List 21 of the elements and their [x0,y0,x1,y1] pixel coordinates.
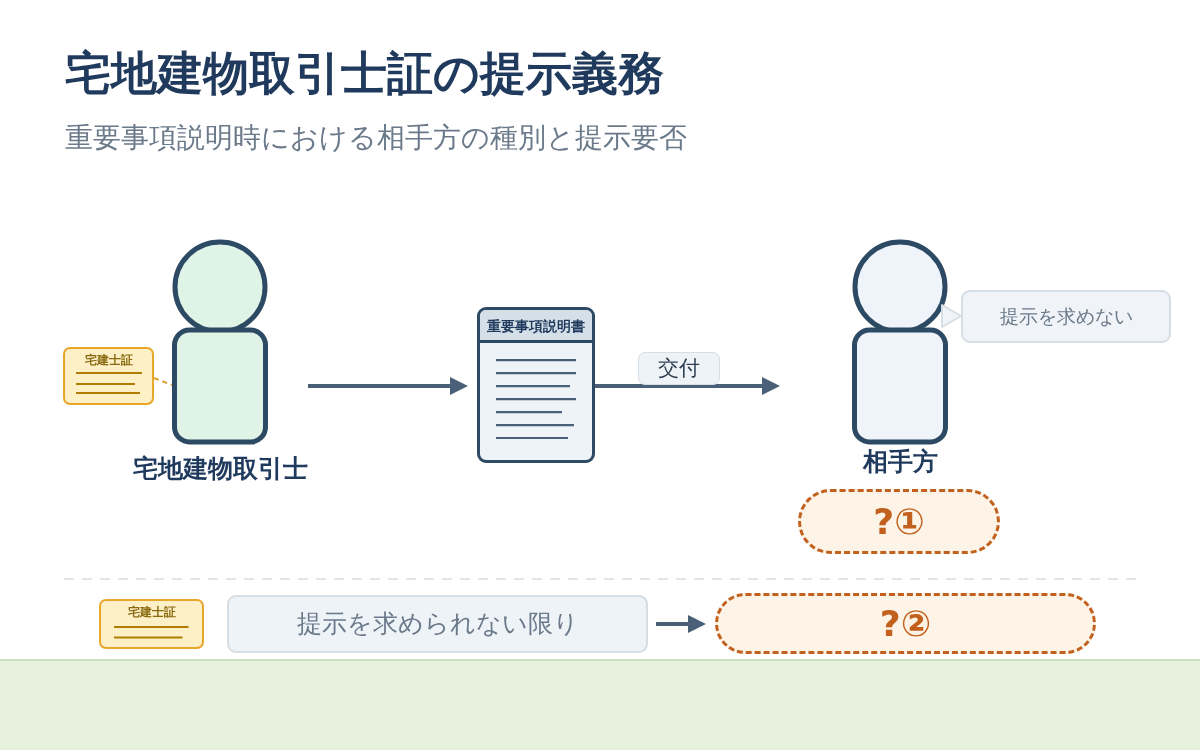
edge-label: 交付 [638,352,720,385]
card-title: 宅建士証 [126,604,177,621]
arrow [308,377,468,395]
card-title: 宅建士証 [83,352,134,369]
title: 宅地建物取引士証の提示義務 [65,45,664,101]
answer-blank: ?② [878,602,933,646]
person-label: 相手方 [861,447,939,477]
bubble-text: 提示を求めない [998,304,1134,329]
id-card [63,347,154,405]
text-box-label: 提示を求められない限り [295,608,580,640]
subtitle: 重要事項説明時における相手方の種別と提示要否 [65,120,687,156]
text-box [227,595,648,653]
dashed-pill [715,593,1096,654]
document [477,307,595,463]
document-title: 重要事項説明書 [480,310,592,343]
answer-blank: ?① [872,500,926,544]
arrow [595,377,780,395]
id-card [99,599,204,649]
person-label: 宅地建物取引士 [131,454,309,484]
arrow [656,615,706,633]
dashed-line [153,377,173,386]
